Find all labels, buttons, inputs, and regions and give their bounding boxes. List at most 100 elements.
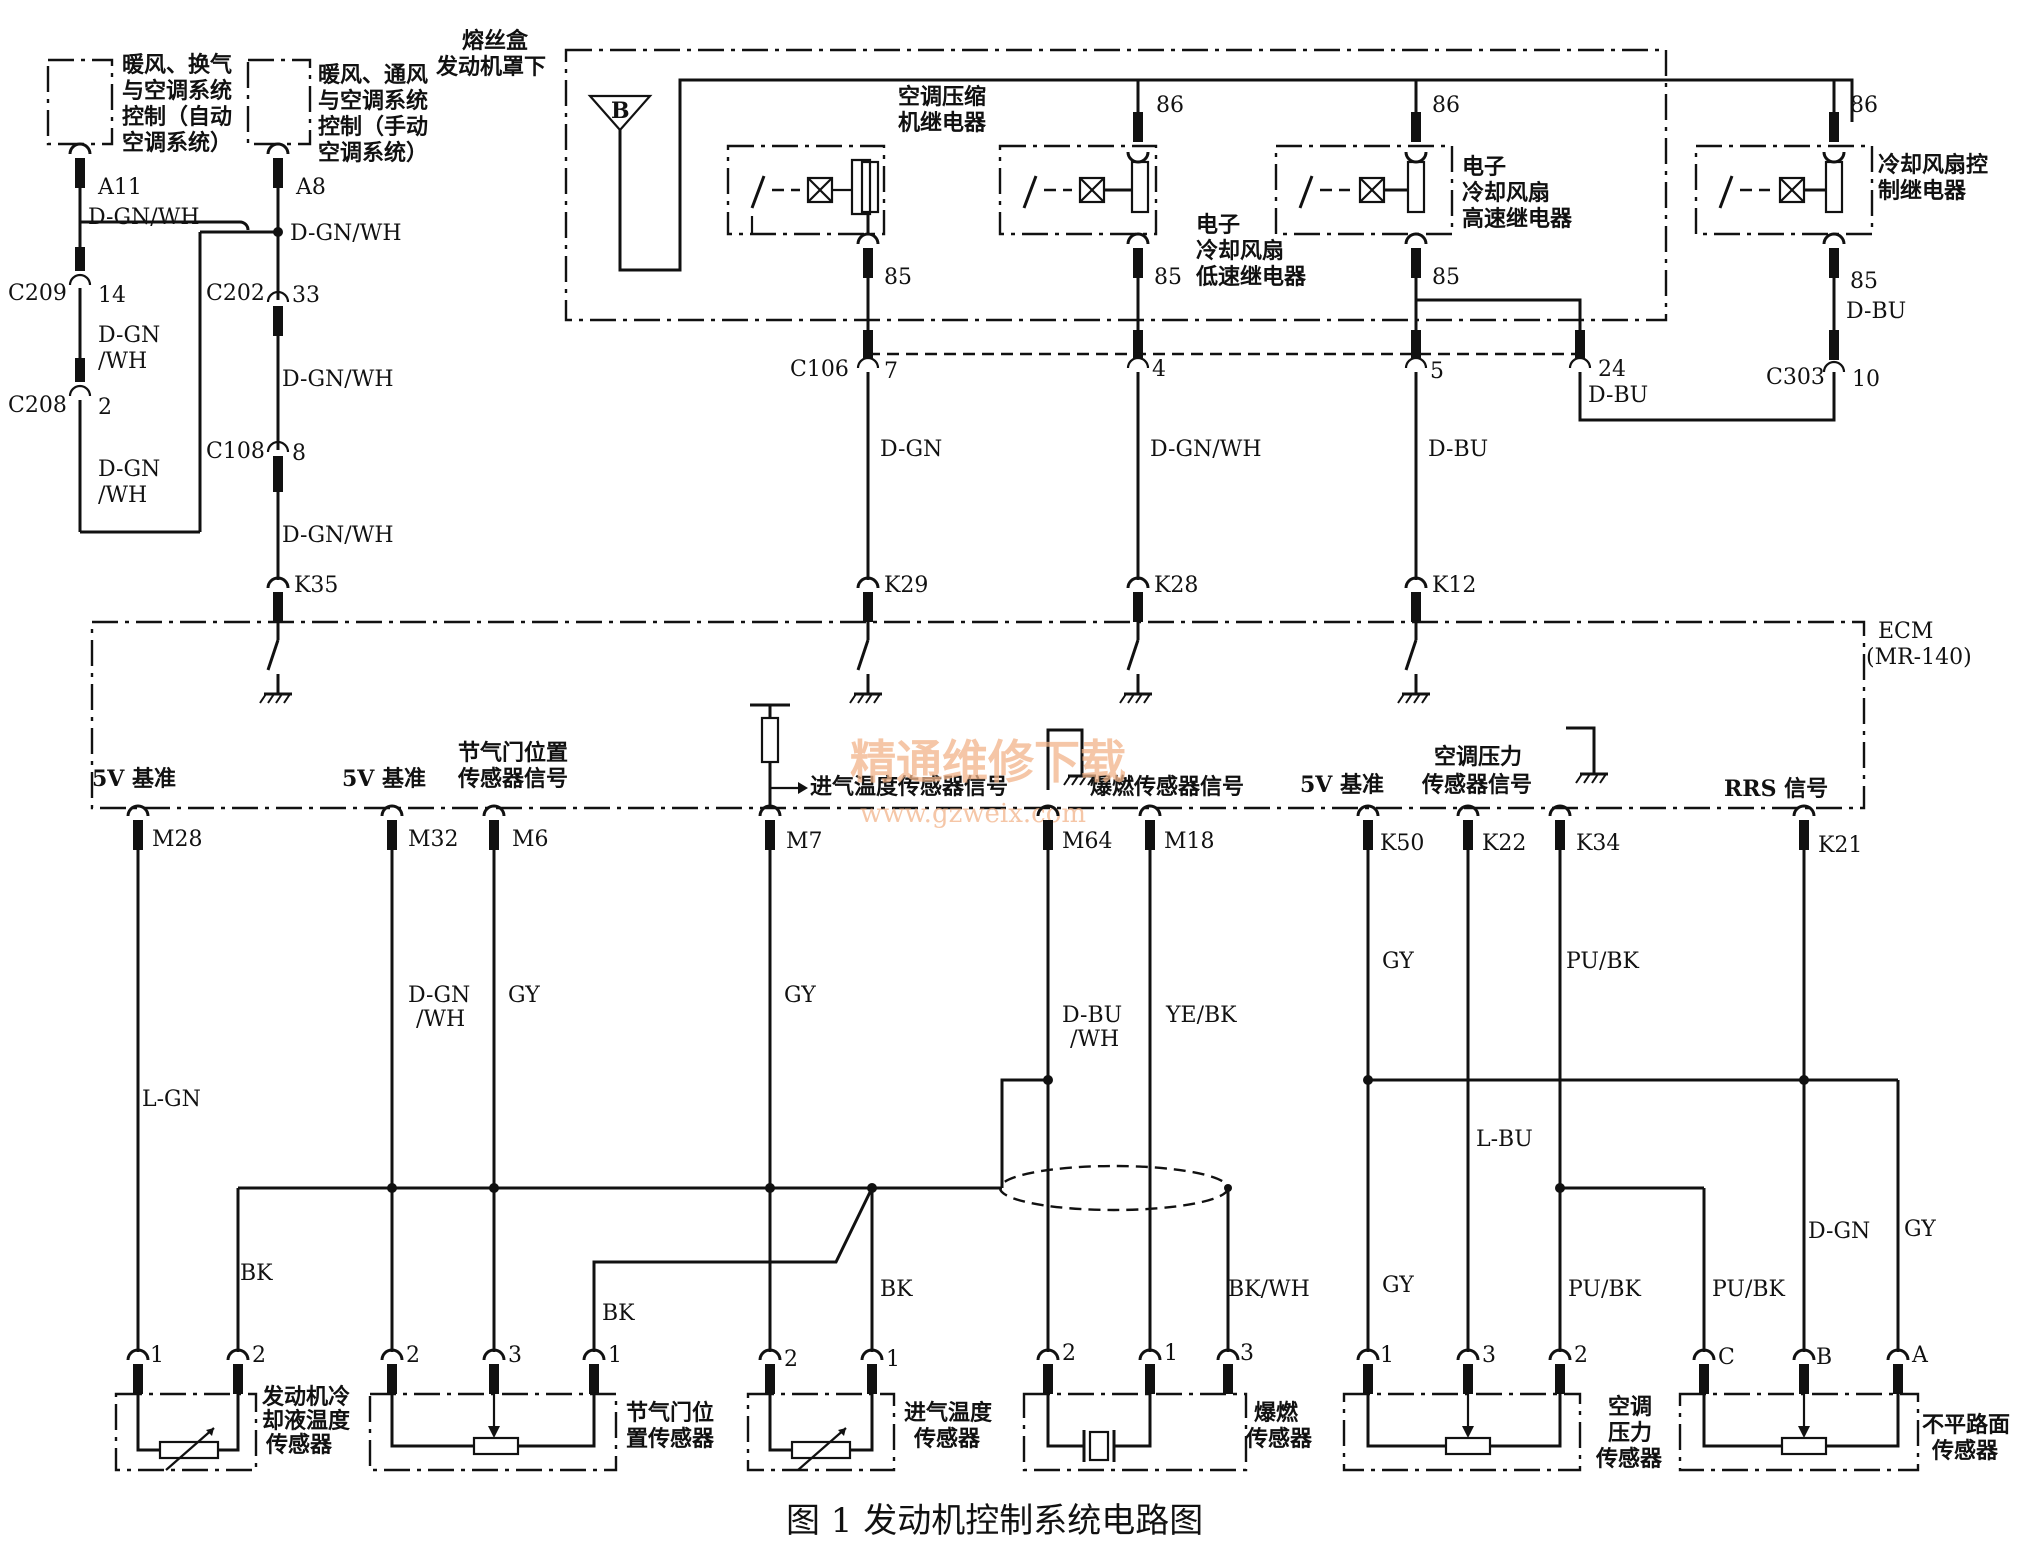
knock-sensor: 爆燃 传感器 [1022,1392,1313,1472]
svg-text:GY: GY [784,983,816,1008]
svg-text:5: 5 [1430,359,1444,384]
fuse-box: 熔丝盒 发动机罩下 B [435,28,1854,322]
svg-text:D-GN: D-GN [1808,1219,1870,1244]
svg-text:机继电器: 机继电器 [898,110,987,136]
rough-road-sensor: 不平路面 传感器 [1678,1392,2010,1472]
svg-text:2: 2 [1574,1343,1588,1368]
ecm-box: ECM (MR-140) [90,619,1972,810]
svg-text:5V 基准: 5V 基准 [342,766,426,792]
svg-text:85: 85 [884,265,912,290]
svg-text:精通维修下载: 精通维修下载 [850,735,1126,789]
figure-caption: 图 1 发动机控制系统电路图 [786,1501,1203,1541]
svg-text:B: B [1816,1345,1832,1370]
svg-text:D-GN/WH: D-GN/WH [1150,437,1262,462]
hvac-auto-module [46,58,114,146]
svg-text:D-GN/WH: D-GN/WH [88,205,200,230]
svg-text:2: 2 [98,395,112,420]
svg-text:M7: M7 [786,829,823,854]
svg-text:爆燃: 爆燃 [1254,1400,1299,1426]
watermark: 精通维修下载 www.gzweix.com [850,735,1126,829]
svg-text:GY: GY [1904,1217,1936,1242]
svg-text:BK/WH: BK/WH [1228,1277,1310,1302]
svg-text:传感器: 传感器 [1931,1438,1999,1464]
svg-text:传感器: 传感器 [1595,1446,1663,1472]
svg-text:ECM: ECM [1878,619,1933,644]
svg-text:A8: A8 [295,175,326,200]
svg-text:与空调系统: 与空调系统 [122,78,232,104]
svg-text:传感器: 传感器 [265,1432,333,1458]
svg-text:熔丝盒: 熔丝盒 [462,28,529,54]
bottom-wire-labels: L-GN D-GN /WH GY GY D-BU /WH YE/BK GY PU… [142,949,1936,1326]
c303-connector: D-BU C303 10 [1766,278,1906,392]
svg-text:BK: BK [880,1277,913,1302]
svg-text:/WH: /WH [416,1007,465,1032]
ac-pressure-sensor: 空调 压力 传感器 [1342,1392,1663,1472]
svg-text:M64: M64 [1062,829,1113,854]
svg-text:电子: 电子 [1462,154,1506,180]
svg-text:86: 86 [1156,93,1184,118]
svg-text:冷却风扇: 冷却风扇 [1196,238,1284,264]
svg-text:冷却风扇控: 冷却风扇控 [1878,152,1988,178]
ecm-signal-labels: 5V 基准 5V 基准 节气门位置 传感器信号 进气温度传感器信号 爆燃传感器信… [92,740,1828,802]
svg-text:M18: M18 [1164,829,1215,854]
svg-text:3: 3 [1482,1343,1496,1368]
sensor-pins: 1 2 2 3 1 2 1 2 1 3 1 3 2 C B A [126,1341,1929,1396]
svg-text:33: 33 [292,283,320,308]
svg-text:K21: K21 [1818,833,1862,858]
svg-text:8: 8 [292,441,306,466]
svg-text:D-BU: D-BU [1846,299,1906,324]
svg-text:M6: M6 [512,827,549,852]
svg-text:5V 基准: 5V 基准 [92,766,176,792]
svg-text:D-GN/WH: D-GN/WH [290,221,402,246]
svg-text:D-GN/WH: D-GN/WH [282,367,394,392]
svg-text:却液温度: 却液温度 [262,1408,351,1434]
svg-text:5V 基准: 5V 基准 [1300,772,1384,798]
svg-text:与空调系统: 与空调系统 [318,88,428,114]
ecm-bottom-pins: M28 M32 M6 M7 M64 M18 K50 K22 K34 K21 [126,804,1862,858]
svg-text:10: 10 [1852,367,1880,392]
svg-text:控制（自动: 控制（自动 [122,104,232,130]
svg-text:置传感器: 置传感器 [626,1426,715,1452]
fan-control-relay: 冷却风扇控 制继电器 [1694,144,1988,236]
svg-text:进气温度传感器信号: 进气温度传感器信号 [810,774,1008,800]
svg-text:K28: K28 [1154,573,1198,598]
svg-text:节气门位: 节气门位 [626,1400,714,1426]
svg-text:85: 85 [1850,269,1878,294]
svg-text:PU/BK: PU/BK [1566,949,1640,974]
throttle-position-sensor: 节气门位 置传感器 [368,1392,715,1472]
svg-text:D-GN: D-GN [880,437,942,462]
svg-text:PU/BK: PU/BK [1712,1277,1786,1302]
svg-text:86: 86 [1850,93,1878,118]
svg-text:空调系统）: 空调系统） [318,140,428,166]
svg-text:M28: M28 [152,827,203,852]
svg-text:D-BU: D-BU [1588,383,1648,408]
svg-text:D-GN: D-GN [98,457,160,482]
svg-text:空调: 空调 [1608,1394,1652,1420]
svg-text:14: 14 [98,283,126,308]
svg-text:D-GN: D-GN [408,983,470,1008]
svg-text:85: 85 [1432,265,1460,290]
svg-text:A11: A11 [97,175,142,200]
svg-text:2: 2 [784,1347,798,1372]
svg-text:C209: C209 [8,281,67,306]
svg-text:L-GN: L-GN [142,1087,201,1112]
svg-text:传感器: 传感器 [1245,1426,1313,1452]
svg-text:C108: C108 [206,439,265,464]
relay-to-ecm-wires: D-GN D-GN/WH D-BU K29 K28 K12 [856,372,1488,624]
svg-text:(MR-140): (MR-140) [1866,645,1972,670]
svg-text:高速继电器: 高速继电器 [1462,206,1573,232]
fan-high-speed-relay: 电子 冷却风扇 高速继电器 [1274,144,1573,236]
svg-text:BK: BK [240,1261,273,1286]
svg-text:暖风、换气: 暖风、换气 [122,52,232,78]
svg-text:RRS 信号: RRS 信号 [1724,776,1828,802]
svg-text:C202: C202 [206,281,265,306]
svg-text:GY: GY [1382,949,1414,974]
hvac-auto-module-label: 暖风、换气 与空调系统 控制（自动 空调系统） [122,52,232,156]
svg-text:3: 3 [508,1343,522,1368]
svg-text:2: 2 [406,1343,420,1368]
svg-text:暖风、通风: 暖风、通风 [318,62,428,88]
svg-text:K50: K50 [1380,831,1424,856]
svg-text:/WH: /WH [98,349,147,374]
svg-text:K22: K22 [1482,831,1526,856]
